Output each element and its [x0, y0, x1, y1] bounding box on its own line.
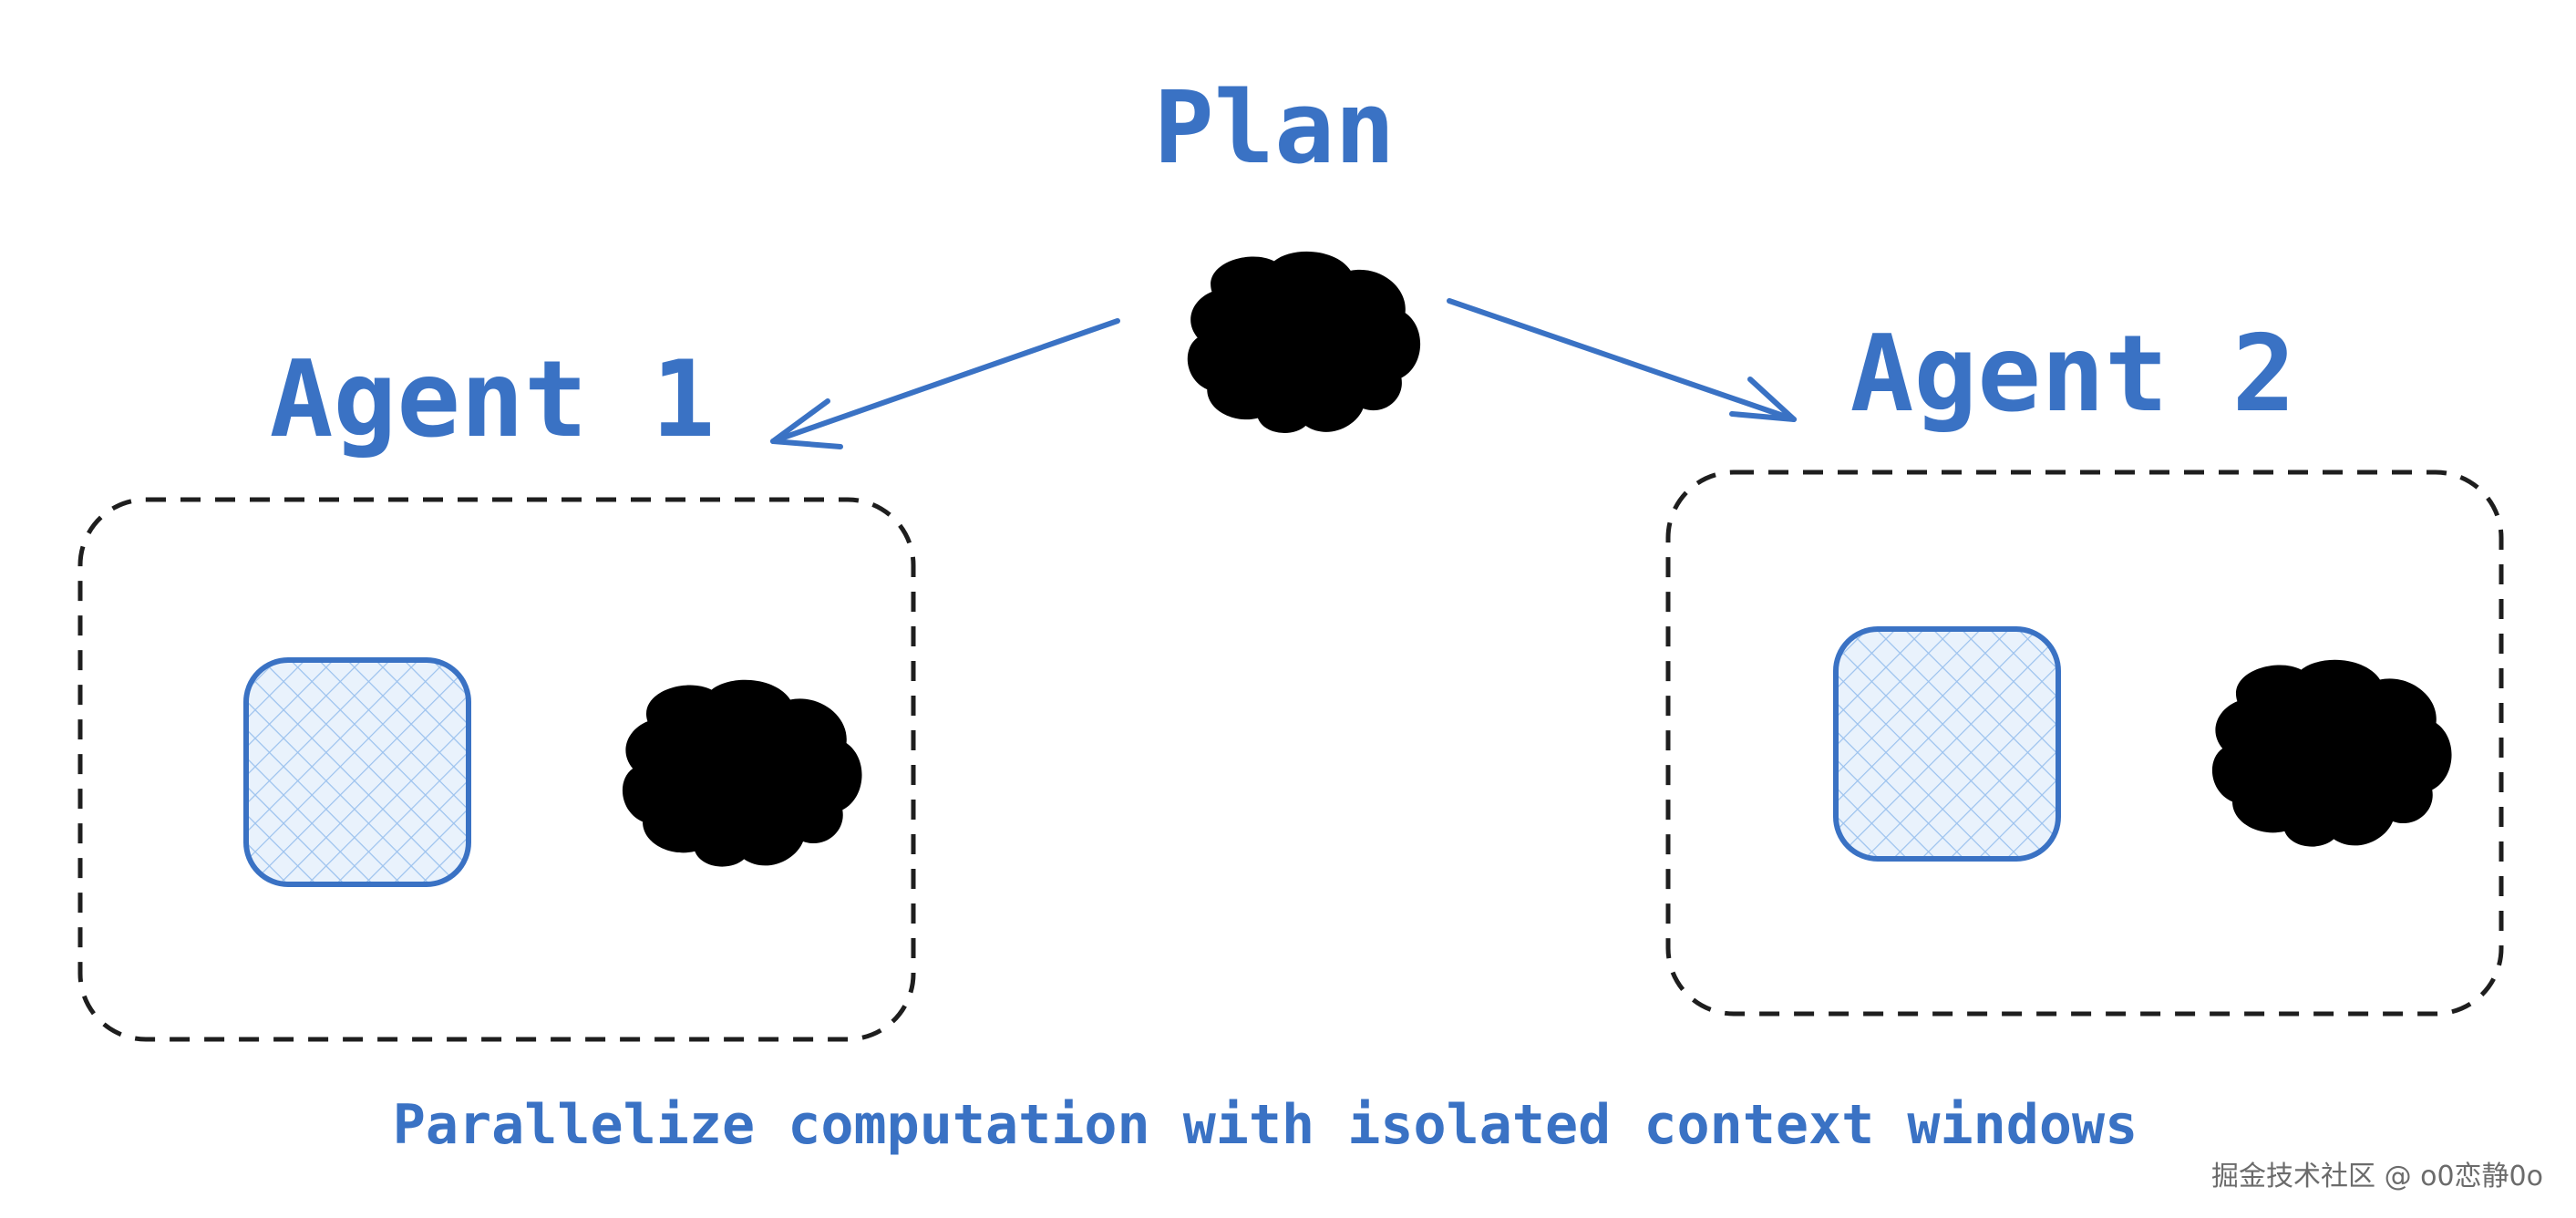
agent-1-label: Agent 1 — [270, 338, 716, 461]
agent-1-brain-icon — [622, 679, 862, 867]
watermark-text: 掘金技术社区 @ o0恋静0o — [2211, 1161, 2543, 1192]
arrow-to-agent-1 — [770, 318, 1120, 449]
plan-label: Plan — [1154, 69, 1396, 186]
agent-1-context-window — [77, 497, 916, 1042]
diagram-caption: Parallelize computation with isolated co… — [393, 1093, 2138, 1157]
agent-2-context-square — [1833, 626, 2061, 862]
agent-2-label: Agent 2 — [1850, 313, 2296, 436]
agent-2-brain-icon — [2211, 659, 2452, 847]
agent-2-context-window — [1665, 470, 2504, 1017]
agent-1-context-square — [243, 657, 471, 887]
plan-brain-icon — [1187, 251, 1421, 433]
arrow-to-agent-2 — [1447, 298, 1797, 422]
